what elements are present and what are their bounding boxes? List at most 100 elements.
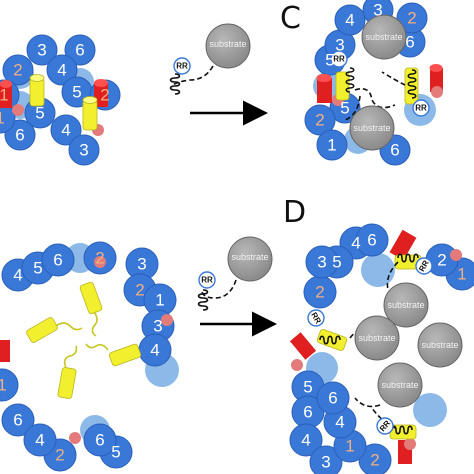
yellow-cylinder [85, 343, 142, 367]
subunit-number: 4 [335, 413, 344, 432]
substrate-ball [227, 236, 273, 282]
subunit-ball [334, 4, 366, 36]
subunit-number: 3 [79, 141, 88, 160]
red-cylinder [289, 332, 317, 360]
subunit-ball [0, 368, 19, 402]
substrate-ball [354, 315, 400, 361]
subunit-number: 6 [15, 126, 24, 145]
rr-tag [415, 257, 433, 275]
subunit-number: 2 [407, 9, 416, 28]
subunit-number: 6 [75, 41, 84, 60]
subunit-number: 1 [327, 136, 336, 155]
substrate-label: substrate [209, 39, 246, 49]
subunit-number: 2 [437, 251, 446, 270]
linker-dashed [171, 65, 214, 87]
subunit-ball [358, 443, 392, 474]
subunit-ball [1, 403, 35, 437]
pink-blob [69, 432, 81, 444]
subunit-number: 2 [13, 61, 22, 80]
subunit-ball [355, 223, 389, 257]
subunit-number: 2 [95, 249, 104, 268]
subunit-number: 6 [13, 411, 22, 430]
subunit-number: 6 [405, 33, 414, 52]
rr-tag [307, 309, 325, 327]
panel-label-d: D [283, 195, 306, 230]
red-cylinder [389, 229, 417, 261]
yellow-cylinder [26, 317, 83, 343]
subunit-number: 4 [351, 234, 360, 253]
linker-dashed [349, 261, 399, 429]
light-blue-blob [413, 393, 447, 427]
subunit-number: 3 [373, 1, 382, 20]
subunit-ball [0, 102, 16, 134]
subunit-number: 1 [0, 376, 7, 395]
subunit-ball [304, 104, 336, 136]
subunit-ball [83, 423, 117, 457]
yellow-cylinder [79, 281, 103, 337]
helix-spring [397, 253, 419, 263]
pink-blob [450, 249, 462, 261]
substrate-label: substrate [387, 300, 424, 310]
substrate-ball [205, 23, 251, 69]
substrate-label: substrate [358, 333, 395, 343]
substrate-ball [349, 105, 395, 151]
red-cylinder [0, 340, 10, 362]
subunit-ball [316, 381, 350, 415]
subunit-number: 2 [55, 446, 64, 465]
yellow-cylinder [29, 74, 45, 107]
pink-blob [94, 256, 106, 268]
rr-label: RR [176, 62, 188, 71]
subunit-number: 5 [325, 51, 334, 70]
rr-tag [412, 99, 430, 117]
rr-tag [376, 417, 394, 435]
substrate-label: substrate [353, 123, 390, 133]
red-cylinder [429, 64, 443, 92]
helix-spring [345, 67, 355, 93]
subunit-number: 6 [53, 251, 62, 270]
substrate-ball [383, 282, 429, 328]
subunit-number: 5 [332, 253, 341, 272]
rr-label: RR [201, 276, 213, 285]
substrate-ball [417, 322, 463, 368]
helix-spring [197, 289, 209, 311]
subunit-number: 1 [155, 291, 164, 310]
subunit-number: 5 [111, 443, 120, 462]
subunit-ball [289, 423, 323, 457]
subunit-number: 2 [100, 86, 109, 105]
subunit-number: 4 [61, 121, 70, 140]
subunit-number: 1 [0, 109, 5, 128]
subunit-number: 3 [153, 317, 162, 336]
yellow-cylinder [335, 71, 350, 101]
subunit-number: 2 [370, 451, 379, 470]
pink-blob [161, 314, 173, 326]
subunit-number: 4 [35, 431, 44, 450]
subunit-ball [309, 445, 343, 474]
rr-label: RR [333, 55, 345, 64]
rr-tag [330, 50, 348, 68]
pink-blob [404, 438, 416, 450]
subunit-number: 5 [35, 104, 44, 123]
subunit-ball [64, 34, 96, 66]
subunit-number: 3 [335, 36, 344, 55]
red-cylinder [0, 80, 12, 108]
subunit-number: 2 [135, 281, 144, 300]
substrate-label: substrate [381, 380, 418, 390]
substrate-label: substrate [231, 252, 268, 262]
subunit-ball [316, 129, 348, 161]
substrate-ball [377, 362, 423, 408]
helix-spring [319, 335, 341, 345]
subunit-number: 5 [303, 378, 312, 397]
subunit-number: 5 [72, 83, 81, 102]
subunit-ball [50, 114, 82, 146]
pink-blob [12, 104, 24, 116]
rr-substrate-construct-top: substrate RR [169, 23, 268, 126]
red-cylinder [316, 74, 332, 103]
subunit-number: 1 [345, 437, 354, 456]
subunit-number: 6 [328, 389, 337, 408]
subunit-number: 3 [137, 255, 146, 274]
subunit-number: 3 [37, 41, 46, 60]
subunit-number: 6 [95, 431, 104, 450]
subunit-number: 6 [367, 231, 376, 250]
subunit-number: 2 [315, 283, 324, 302]
